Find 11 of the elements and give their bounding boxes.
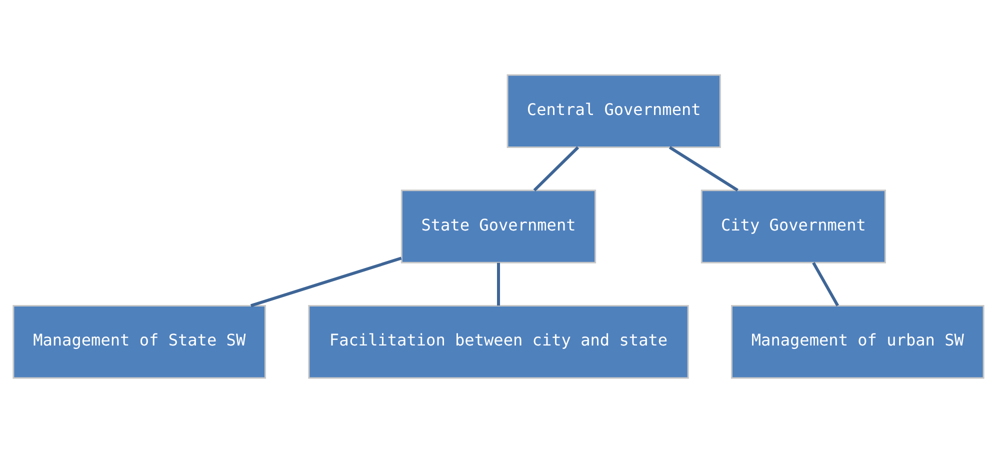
node-box: City Government xyxy=(700,190,886,264)
node-box: Facilitation between city and state xyxy=(308,305,689,379)
connector xyxy=(533,146,580,192)
connector xyxy=(250,256,402,308)
node-box: State Government xyxy=(400,190,596,264)
connector xyxy=(497,262,500,306)
node-box: Central Government xyxy=(506,74,721,148)
connector xyxy=(668,146,738,192)
node-box: Management of State SW xyxy=(12,305,266,379)
connector xyxy=(812,262,840,306)
node-box: Management of urban SW xyxy=(731,305,984,379)
